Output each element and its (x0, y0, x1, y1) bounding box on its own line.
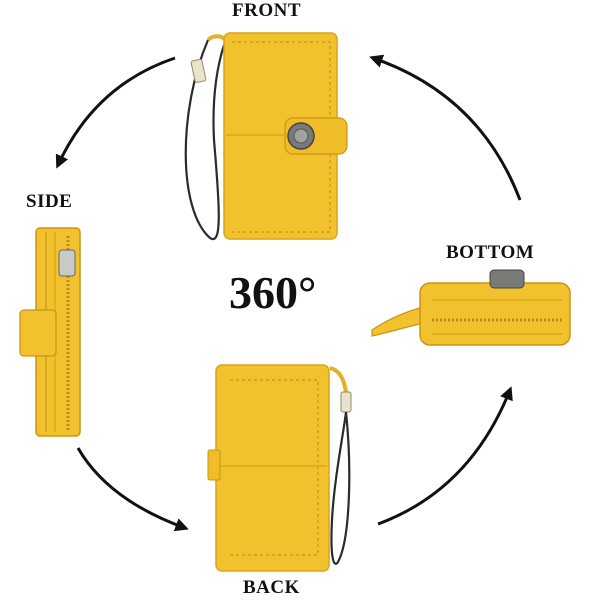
view-label-front: FRONT (232, 0, 301, 21)
arrow-bottom-to-front-icon (369, 54, 522, 201)
arrow-front-to-side-icon (55, 56, 176, 169)
wallet-side-view (19, 227, 81, 437)
view-label-bottom: BOTTOM (446, 242, 535, 263)
wallet-bottom-view (371, 269, 571, 346)
arrow-back-to-bottom-icon (377, 386, 513, 526)
wallet-back-view (207, 364, 352, 572)
wrist-strap-icon (184, 39, 226, 241)
view-label-side: SIDE (26, 191, 73, 212)
rotation-degrees-label: 360° (229, 267, 317, 318)
arrow-side-to-back-icon (76, 447, 189, 532)
wallet-front-view (184, 32, 348, 241)
view-label-back: BACK (243, 577, 300, 598)
